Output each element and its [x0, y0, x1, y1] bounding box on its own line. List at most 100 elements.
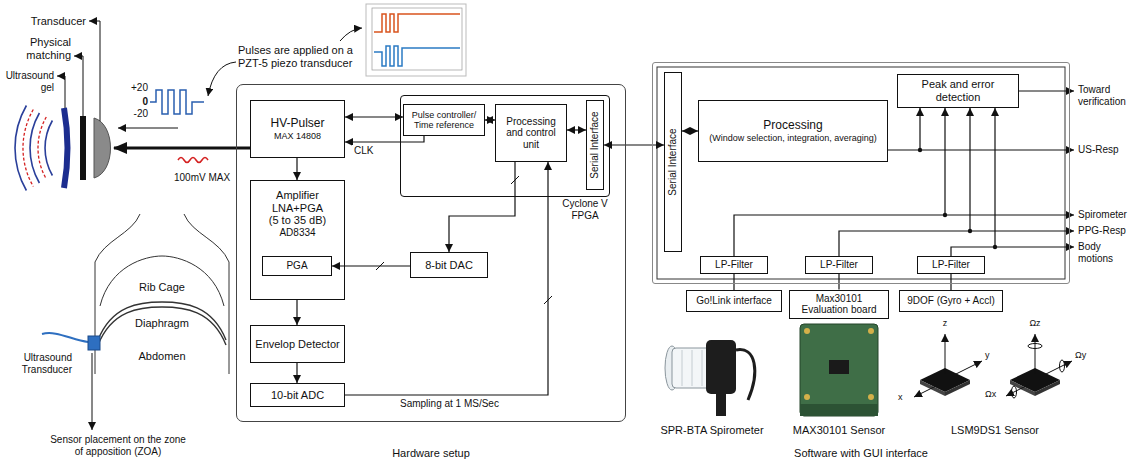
echo-arc	[38, 117, 46, 179]
output-arrow	[1018, 91, 1074, 92]
box-text: Max30101 Evaluation board	[799, 293, 879, 316]
caption-label: Sensor placement on the zone of appositi…	[48, 434, 188, 457]
connector	[888, 108, 920, 150]
box-text: LP-Filter	[820, 259, 858, 271]
axis-arrow	[914, 384, 940, 397]
body-outline	[95, 214, 140, 262]
controller-box: Pulse controller/ Time reference	[403, 104, 485, 136]
anatomy-label: Diaphragm	[122, 317, 202, 330]
rotation-mark	[1060, 360, 1065, 372]
interface-box: Max30101 Evaluation board	[789, 290, 889, 319]
axis-label: Ωz	[1026, 318, 1044, 328]
leader-line	[74, 56, 83, 116]
drive-arrow	[114, 147, 250, 150]
pointer-line	[92, 353, 93, 430]
signal-label: Spirometer	[1078, 209, 1132, 221]
part-label: Ultrasound gel	[2, 70, 54, 93]
filter-box: LP-Filter	[917, 256, 985, 274]
body-outline	[184, 214, 229, 262]
interface-box: Go!Link interface	[686, 290, 782, 312]
serial-interface-box: Serial Interface	[586, 100, 604, 190]
signal-label: Body motions	[1078, 241, 1132, 264]
board-image	[804, 394, 810, 400]
signal-label: US-Resp	[1078, 144, 1132, 156]
box-text: Processing	[763, 119, 822, 133]
pointer-line	[208, 62, 236, 96]
pointer-line	[340, 28, 362, 41]
spirometer-image	[682, 350, 702, 386]
connector-layer	[297, 108, 995, 395]
filter-box: LP-Filter	[805, 256, 873, 274]
board-image	[800, 324, 878, 416]
part-label: Physical matching	[16, 36, 71, 61]
axis-label: y	[985, 350, 997, 360]
spirometer-image	[716, 394, 726, 416]
axis-label: Ωx	[985, 389, 1003, 399]
box-text: MAX 14808	[274, 131, 321, 141]
board-image	[800, 404, 878, 416]
plot-trace	[374, 46, 460, 66]
processing-box: Processing(Window selection, integration…	[698, 100, 888, 162]
signal-arrow	[118, 128, 178, 129]
box-text: Pulse controller/ Time reference	[407, 110, 481, 131]
connector	[604, 144, 664, 145]
voltage-label: -20	[124, 108, 148, 120]
pga-box: PGA	[262, 256, 332, 276]
axis-label: z	[939, 318, 951, 328]
box-text: PGA	[286, 260, 307, 272]
chip-image	[1035, 380, 1060, 396]
processing-box: Processing and control unit	[495, 104, 567, 162]
signal-label: Toward verification	[1078, 84, 1132, 107]
box-text: 8-bit DAC	[425, 259, 473, 272]
box-text: Serial Interface	[589, 111, 601, 178]
box-text: Hardware setup	[237, 447, 625, 460]
board-image	[868, 394, 874, 400]
box-text: Go!Link interface	[696, 295, 772, 307]
connector	[951, 108, 995, 256]
box-text: LP-Filter	[932, 259, 970, 271]
box-text: HV-Pulser	[270, 117, 324, 131]
connector	[950, 274, 951, 290]
amplitude-label: 100mV MAX	[174, 172, 234, 184]
gel-layer	[64, 108, 68, 188]
connector	[682, 130, 698, 131]
connector	[296, 158, 297, 180]
software-panel: Software with GUI interfaceSerial Interf…	[652, 62, 1070, 284]
leader-line	[89, 21, 100, 121]
box-text: Serial Interface	[667, 128, 679, 195]
detector-box: Envelop Detector	[250, 325, 345, 363]
connector	[838, 274, 839, 290]
axis-arrow	[945, 334, 946, 374]
box-text: Cyclone V FPGA	[559, 198, 611, 221]
connector	[485, 119, 495, 120]
note-label: Pulses are applied on a PZT-5 piezo tran…	[238, 44, 362, 69]
chip-image	[945, 380, 970, 396]
connector	[449, 162, 515, 252]
leader-line	[57, 76, 65, 108]
axis-arrow	[1035, 334, 1036, 374]
device-label: SPR-BTA Spirometer	[652, 424, 772, 437]
signal-label: PPG-Resp	[1078, 225, 1132, 237]
connector	[332, 265, 410, 266]
board-image	[868, 328, 874, 334]
connector	[296, 300, 297, 325]
device-label: LSM9DS1 Sensor	[940, 424, 1050, 437]
echo-signal	[178, 158, 208, 163]
rotation-mark	[1012, 386, 1017, 398]
part-label: Transducer	[22, 15, 86, 28]
wave-arc	[45, 121, 52, 176]
serial-interface-box: Serial Interface	[664, 72, 682, 252]
output-arrow	[945, 215, 1074, 216]
board-image	[804, 328, 810, 334]
anatomy-label: Rib Cage	[122, 281, 202, 294]
connector	[296, 363, 297, 383]
box-text: Amplifier LNA+PGA (5 to 35 dB)	[268, 189, 328, 227]
box-text: Peak and error detection	[901, 78, 1015, 103]
box-text: LP-Filter	[715, 259, 753, 271]
rib-cage	[100, 256, 224, 306]
spirometer-image	[706, 340, 736, 394]
box-text: AD8334	[279, 227, 315, 239]
board-image	[829, 360, 849, 374]
